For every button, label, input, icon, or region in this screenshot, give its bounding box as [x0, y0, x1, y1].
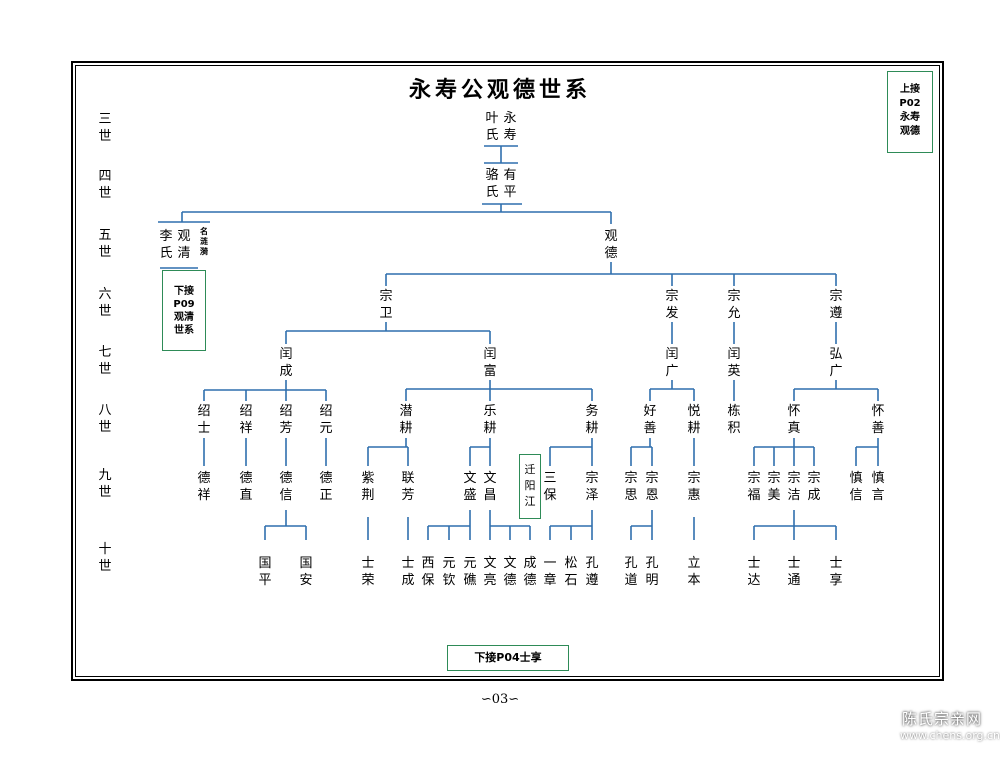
person-node: 元钦 [442, 556, 456, 588]
person-node: 绍元 [319, 404, 333, 436]
person-node: 观清 [177, 229, 191, 261]
person-node: 宗恩 [645, 471, 659, 503]
page-number: ∽03∽ [480, 692, 520, 707]
person-node: 文盛 [463, 471, 477, 503]
person-node: 宗发 [665, 289, 679, 321]
person-node: 慎言 [871, 471, 885, 503]
person-node: 宗美 [767, 471, 781, 503]
person-node: 绍祥 [239, 404, 253, 436]
person-node: 怀善 [871, 404, 885, 436]
person-node: 宗洁 [787, 471, 801, 503]
person-node: 潜耕 [399, 404, 413, 436]
person-node: 孔遵 [585, 556, 599, 588]
person-node: 叶氏 [485, 111, 499, 143]
person-node: 弘广 [829, 347, 843, 379]
watermark-url: www.chens.org.cn [900, 729, 1000, 742]
person-node: 宗泽 [585, 471, 599, 503]
person-node: 孔道 [624, 556, 638, 588]
person-node: 宗遵 [829, 289, 843, 321]
person-node: 士成 [401, 556, 415, 588]
generation-label-6: 六世 [98, 287, 112, 319]
generation-label-7: 七世 [98, 345, 112, 377]
person-node: 紫荆 [361, 471, 375, 503]
person-node: 一章 [543, 556, 557, 588]
person-node: 宗成 [807, 471, 821, 503]
generation-label-5: 五世 [98, 228, 112, 260]
person-node: 三保 [543, 471, 557, 503]
person-node: 德正 [319, 471, 333, 503]
person-node: 士荣 [361, 556, 375, 588]
bottom-continuation-ref-box: 下接P04士享 [447, 645, 569, 671]
continued-to-ref-box: 下接 P09 观清 世系 [162, 270, 206, 351]
person-node: 宗卫 [379, 289, 393, 321]
person-node: 闰成 [279, 347, 293, 379]
person-node: 宗惠 [687, 471, 701, 503]
person-node: 观德 [604, 229, 618, 261]
page-title: 永寿公观德世系 [408, 77, 591, 103]
person-node: 务耕 [585, 404, 599, 436]
generation-label-10: 十世 [98, 542, 112, 574]
person-node: 乐耕 [483, 404, 497, 436]
migration-note-box: 迁 阳 江 [519, 454, 541, 519]
person-node: 士通 [787, 556, 801, 588]
person-node: 宗允 [727, 289, 741, 321]
page-frame-inner [75, 65, 940, 677]
person-node: 好善 [643, 404, 657, 436]
page-frame-outer [71, 61, 944, 681]
person-node: 慎信 [849, 471, 863, 503]
person-node: 闰广 [665, 347, 679, 379]
person-note: 名涟漪 [200, 226, 208, 256]
person-node: 绍芳 [279, 404, 293, 436]
person-node: 有平 [503, 168, 517, 200]
person-node: 文德 [503, 556, 517, 588]
person-node: 士享 [829, 556, 843, 588]
person-node: 文昌 [483, 471, 497, 503]
watermark-title: 陈氏宗亲网 [902, 710, 983, 728]
person-node: 国平 [258, 556, 272, 588]
person-node: 德直 [239, 471, 253, 503]
person-node: 宗思 [624, 471, 638, 503]
person-node: 怀真 [787, 404, 801, 436]
generation-label-4: 四世 [98, 169, 112, 201]
person-node: 悦耕 [687, 404, 701, 436]
person-node: 元礁 [463, 556, 477, 588]
continued-from-ref-box: 上接 P02 永寿 观德 [887, 71, 933, 153]
person-node: 西保 [421, 556, 435, 588]
generation-label-3: 三世 [98, 112, 112, 144]
person-node: 立本 [687, 556, 701, 588]
person-node: 文亮 [483, 556, 497, 588]
person-node: 德信 [279, 471, 293, 503]
person-node: 永寿 [503, 111, 517, 143]
generation-label-8: 八世 [98, 403, 112, 435]
person-node: 闰富 [483, 347, 497, 379]
person-node: 闰英 [727, 347, 741, 379]
person-node: 士达 [747, 556, 761, 588]
person-node: 成德 [523, 556, 537, 588]
person-node: 骆氏 [485, 168, 499, 200]
generation-label-9: 九世 [98, 468, 112, 500]
person-node: 联芳 [401, 471, 415, 503]
person-node: 栋积 [727, 404, 741, 436]
person-node: 德祥 [197, 471, 211, 503]
person-node: 李氏 [159, 229, 173, 261]
person-node: 国安 [299, 556, 313, 588]
person-node: 绍士 [197, 404, 211, 436]
person-node: 孔明 [645, 556, 659, 588]
person-node: 宗福 [747, 471, 761, 503]
person-node: 松石 [564, 556, 578, 588]
